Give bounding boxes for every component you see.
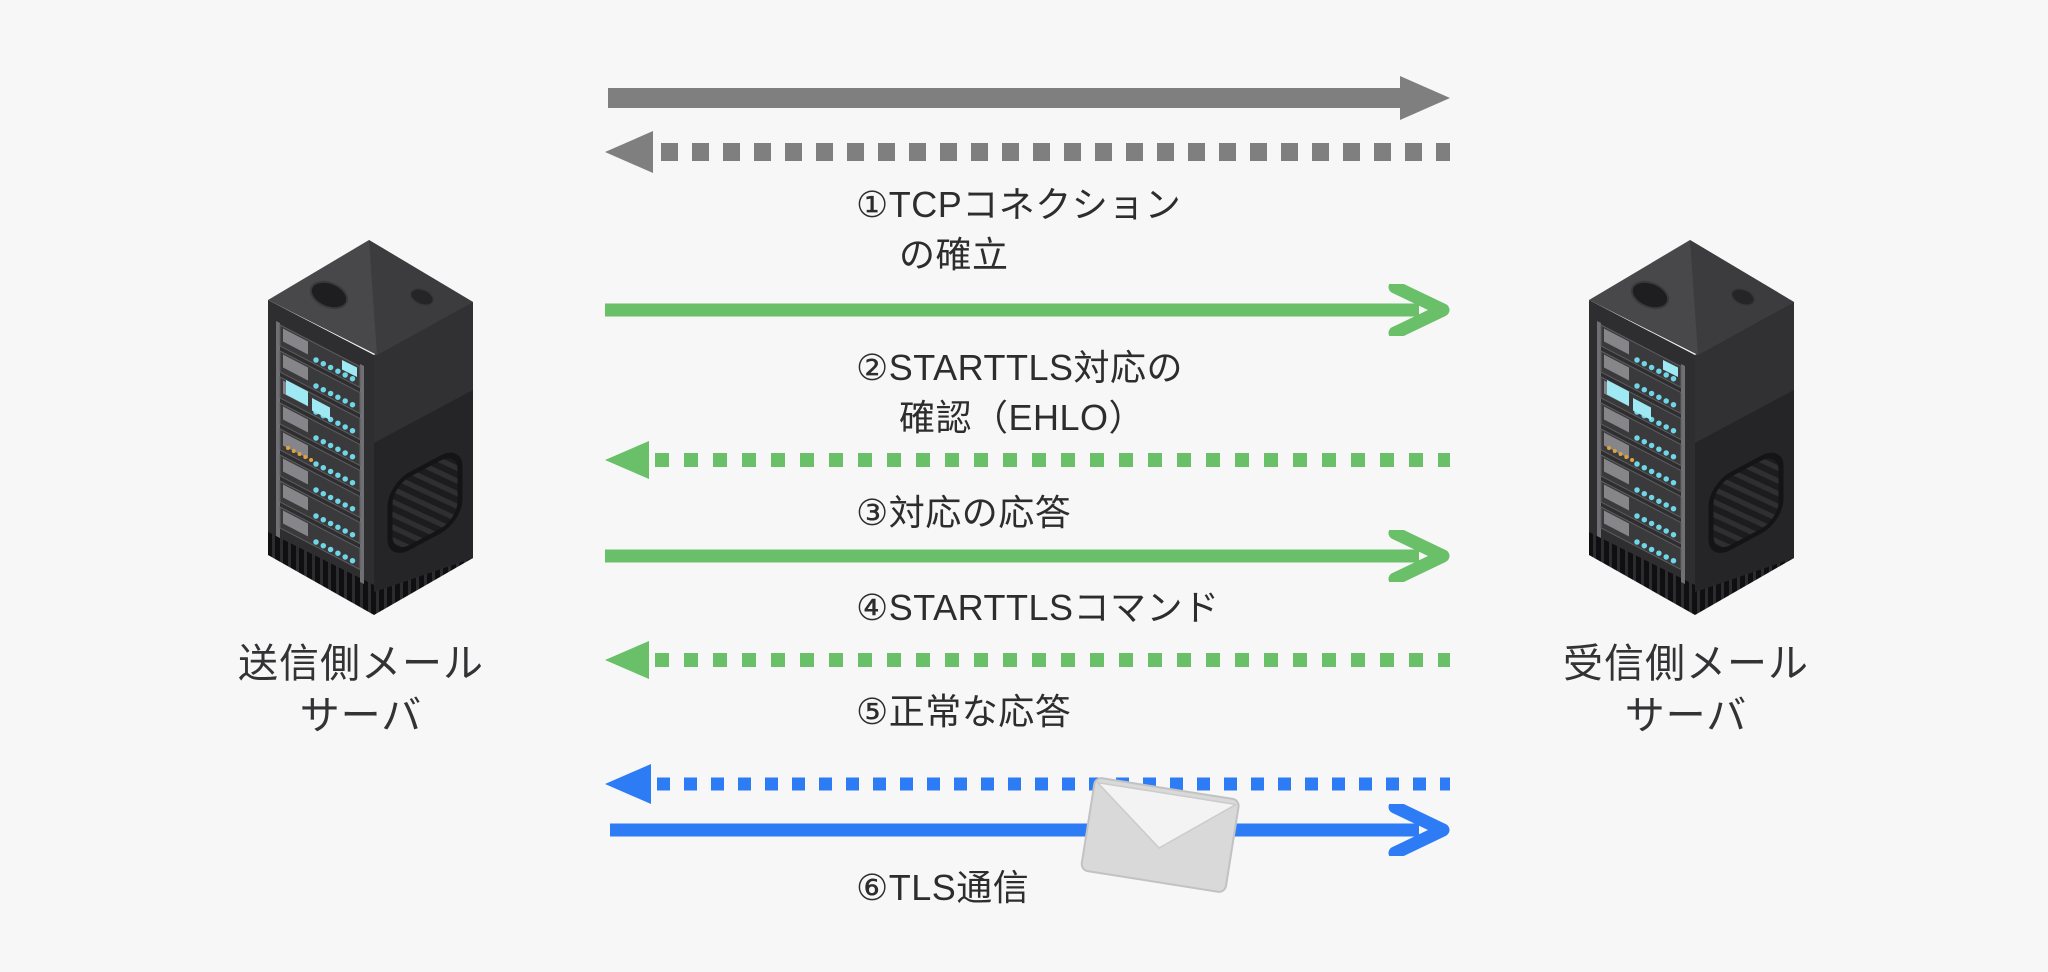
- step2-label-line2: 確認（EHLO）: [899, 397, 1146, 438]
- step1-label-line2: の確立: [899, 234, 1009, 275]
- step1-label: ①TCPコネクション の確立: [856, 180, 1181, 280]
- step2-ehlo-arrow-right: [605, 284, 1450, 336]
- step6-label: ⑥TLS通信: [856, 863, 1029, 913]
- step3-label: ③対応の応答: [856, 488, 1071, 538]
- step3-response-arrow-left: [605, 441, 1450, 479]
- step4-starttls-arrow-right: [605, 530, 1450, 582]
- step4-label-line1: ④STARTTLSコマンド: [856, 587, 1220, 628]
- receiver-server-label: 受信側メール サーバ: [1536, 638, 1836, 742]
- step1-request-arrow-right: [608, 76, 1450, 120]
- step1-label-line1: ①TCPコネクション: [856, 184, 1182, 225]
- step5-response-arrow-left: [605, 641, 1450, 679]
- receiver-server-label-line1: 受信側メール: [1563, 642, 1809, 686]
- step6-label-line1: ⑥TLS通信: [856, 867, 1030, 908]
- sender-server-label-line1: 送信側メール: [238, 642, 484, 686]
- sender-server-rack-icon: [268, 240, 473, 615]
- step6-tls-arrow-left: [605, 764, 1450, 804]
- step3-label-line1: ③対応の応答: [856, 492, 1072, 533]
- step5-label-line1: ⑤正常な応答: [856, 691, 1072, 732]
- step5-label: ⑤正常な応答: [856, 687, 1071, 737]
- step6-tls-arrow-right: [610, 804, 1450, 856]
- step4-label: ④STARTTLSコマンド: [856, 583, 1219, 633]
- sender-server-label: 送信側メール サーバ: [211, 638, 511, 742]
- sender-server-label-line2: サーバ: [299, 694, 423, 738]
- step1-response-arrow-left: [605, 131, 1450, 173]
- receiver-server-label-line2: サーバ: [1624, 694, 1748, 738]
- receiver-server-rack-icon: [1589, 240, 1794, 615]
- step2-label-line1: ②STARTTLS対応の: [856, 347, 1183, 388]
- step2-label: ②STARTTLS対応の 確認（EHLO）: [856, 343, 1183, 443]
